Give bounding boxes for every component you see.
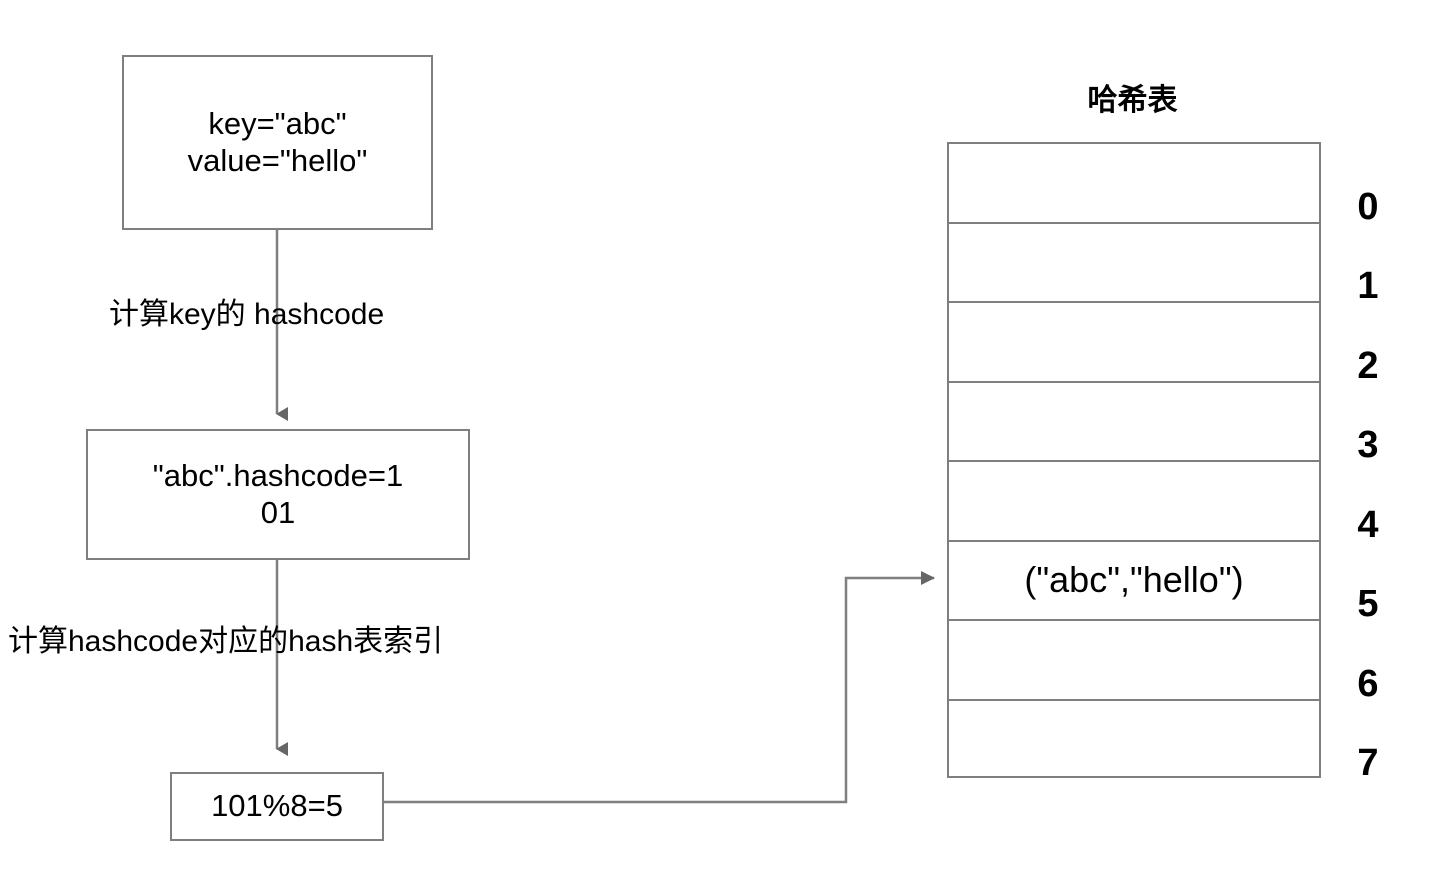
hash-index-label-5: 5 bbox=[1357, 583, 1379, 625]
hash-table-index-column: 0 1 2 3 4 5 6 7 bbox=[1345, 142, 1405, 783]
edge-label-compute-index: 计算hashcode对应的hash表索引 bbox=[8, 625, 444, 658]
hash-table-title: 哈希表 bbox=[1087, 84, 1178, 117]
hash-table: ("abc","hello") bbox=[947, 142, 1321, 778]
hash-index-label-0: 0 bbox=[1357, 185, 1379, 228]
edge-label-compute-hashcode: 计算key的 hashcode bbox=[109, 298, 385, 331]
node-modulo-result: 101%8=5 bbox=[170, 772, 384, 841]
hash-index-label-4: 4 bbox=[1357, 503, 1379, 546]
node-hashcode-result: "abc".hashcode=1 01 bbox=[86, 429, 470, 560]
arrow-modulo-to-slot5 bbox=[384, 571, 935, 804]
hash-index-label-6: 6 bbox=[1357, 662, 1379, 705]
hash-slot-2 bbox=[949, 303, 1319, 383]
hash-index-label-2: 2 bbox=[1357, 344, 1379, 387]
node-key-value-input: key="abc" value="hello" bbox=[122, 55, 433, 230]
hash-index-label-1: 1 bbox=[1357, 265, 1379, 307]
hash-slot-4 bbox=[949, 462, 1319, 542]
hash-index-label-7: 7 bbox=[1357, 742, 1379, 784]
hash-slot-3 bbox=[949, 383, 1319, 462]
hash-slot-5: ("abc","hello") bbox=[949, 542, 1319, 621]
hash-slot-0 bbox=[949, 144, 1319, 224]
hash-index-label-3: 3 bbox=[1357, 424, 1379, 466]
hash-slot-6 bbox=[949, 621, 1319, 701]
hash-slot-7 bbox=[949, 701, 1319, 781]
hash-slot-1 bbox=[949, 224, 1319, 303]
